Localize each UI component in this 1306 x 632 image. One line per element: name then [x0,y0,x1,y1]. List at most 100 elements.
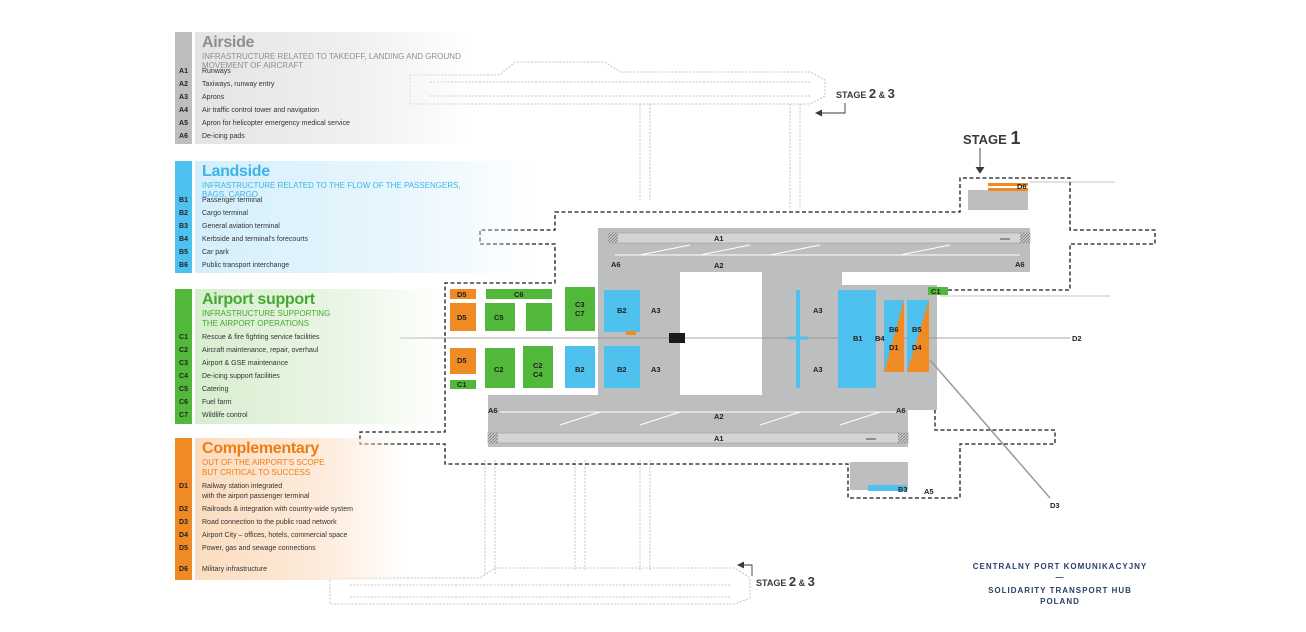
legend-support-bar [175,289,192,424]
legend-code: D3 [179,519,188,526]
map-label-a3-w1: A3 [651,306,661,315]
legend-code: B5 [179,249,188,256]
legend-text: Public transport interchange [202,262,290,269]
map-label-d5-a: D5 [457,290,467,299]
legend-airside-title: Airside [202,34,255,51]
map-label-b2-n: B2 [617,306,627,315]
legend-code: B4 [179,236,188,243]
legend-row: A2 Taxiways, runway entry [175,81,274,88]
stage23-number: 2 [868,86,877,101]
taxiway-lines [500,244,1020,426]
stage23-amp: & [878,90,886,100]
legend-landside: Landside INFRASTRUCTURE RELATED TO THE F… [175,161,535,273]
legend-airside-bg [195,32,475,144]
map-label-c1-w: C1 [457,380,467,389]
map-label-c7: C7 [575,309,585,318]
legend-airside: Airside INFRASTRUCTURE RELATED TO TAKEOF… [175,32,475,144]
legend-row: B2 Cargo terminal [175,210,248,217]
map-label-c3: C3 [575,300,585,309]
legend-row: A5 Apron for helicopter emergency medical… [175,120,350,127]
legend-airside-subtitle: INFRASTRUCTURE RELATED TO TAKEOFF, LANDI… [202,52,461,70]
legend-code: C3 [179,360,188,367]
runway-north-threshold-east [1020,233,1030,243]
legend-code: C4 [179,373,188,380]
legend-text: Cargo terminal [202,210,248,217]
legend-text: Air traffic control tower and navigation [202,107,319,114]
map-label-d2: D2 [1072,334,1082,343]
map-label-b2-sw: B2 [575,365,585,374]
legend-code: A2 [179,81,188,88]
legend-text: De-icing support facilities [202,373,280,380]
railway-station-wedge [884,300,904,372]
legend-code: B2 [179,210,188,217]
legend-text: Railway station integrated [202,483,283,490]
legend-row: B5 Car park [175,249,229,256]
legend-code: A4 [179,107,188,114]
legend-support-title: Airport support [202,291,315,308]
legend-complementary-subtitle-1: OUT OF THE AIRPORT'S SCOPE [202,458,325,467]
legend-text: Apron for helicopter emergency medical s… [202,120,350,127]
legend-code: C5 [179,386,188,393]
map-label-a6-nw: A6 [611,260,621,269]
map-label-a3-w2: A3 [651,365,661,374]
stage23-word: STAGE [756,578,787,588]
legend-code: A1 [179,68,188,75]
legend-text: Runways [202,68,231,75]
legend-text: Car park [202,249,229,256]
future-runway-north-outline [409,61,826,210]
map-label-d4: D4 [912,343,922,352]
map-label-b4: B4 [875,334,885,343]
legend-text: Taxiways, runway entry [202,81,275,88]
map-label-a3-e2: A3 [813,365,823,374]
legend-complementary-subtitle-2: BUT CRITICAL TO SUCCESS [202,468,311,477]
stage23-number2: 3 [807,574,815,589]
map-label-c4: C4 [533,370,543,379]
legend-code: C2 [179,347,188,354]
map-label-b6: B6 [889,325,899,334]
runway-north-threshold-west [608,233,618,243]
map-label-b2-se: B2 [617,365,627,374]
stage23-number: 2 [788,574,797,589]
legend-code: D6 [179,566,188,573]
map-label-a6-sw: A6 [488,406,498,415]
legend-text: Aprons [202,94,225,101]
legend-code: B6 [179,262,188,269]
runway-north [609,232,1031,244]
map-label-c5: C5 [494,313,504,322]
map-label-a6-se: A6 [896,406,906,415]
legend-text: Airport & GSE maintenance [202,360,288,367]
map-label-a2-south: A2 [714,412,724,421]
legend-complementary-bg [195,438,405,580]
legend-code: A3 [179,94,188,101]
legend-support: Airport support INFRASTRUCTURE SUPPORTIN… [175,289,475,424]
legend-code: B3 [179,223,188,230]
legend-code: D2 [179,506,188,513]
legend-code: A5 [179,120,188,127]
stage23-amp: & [798,578,806,588]
road-connection-line [929,359,1051,499]
stage1-label: STAGE 1 [963,128,1020,149]
legend-text: Wildlife control [202,412,248,419]
map-label-c1-e: C1 [931,287,941,296]
brand-line2: SOLIDARITY TRANSPORT HUB [988,586,1132,595]
brand-line3: POLAND [1040,597,1080,606]
legend-row: A4 Air traffic control tower and navigati… [175,107,319,114]
rail-station-marker [669,333,685,343]
runway-south [487,432,909,444]
legend-text: Catering [202,386,229,393]
map-label-c2-w: C2 [494,365,504,374]
runway-south-threshold-east [898,433,908,443]
map-label-d3: D3 [1050,501,1060,510]
brand-line1: CENTRALNY PORT KOMUNIKACYJNY [972,562,1148,571]
legend-support-subtitle-2: THE AIRPORT OPERATIONS [202,319,310,328]
legend-code: C1 [179,334,188,341]
